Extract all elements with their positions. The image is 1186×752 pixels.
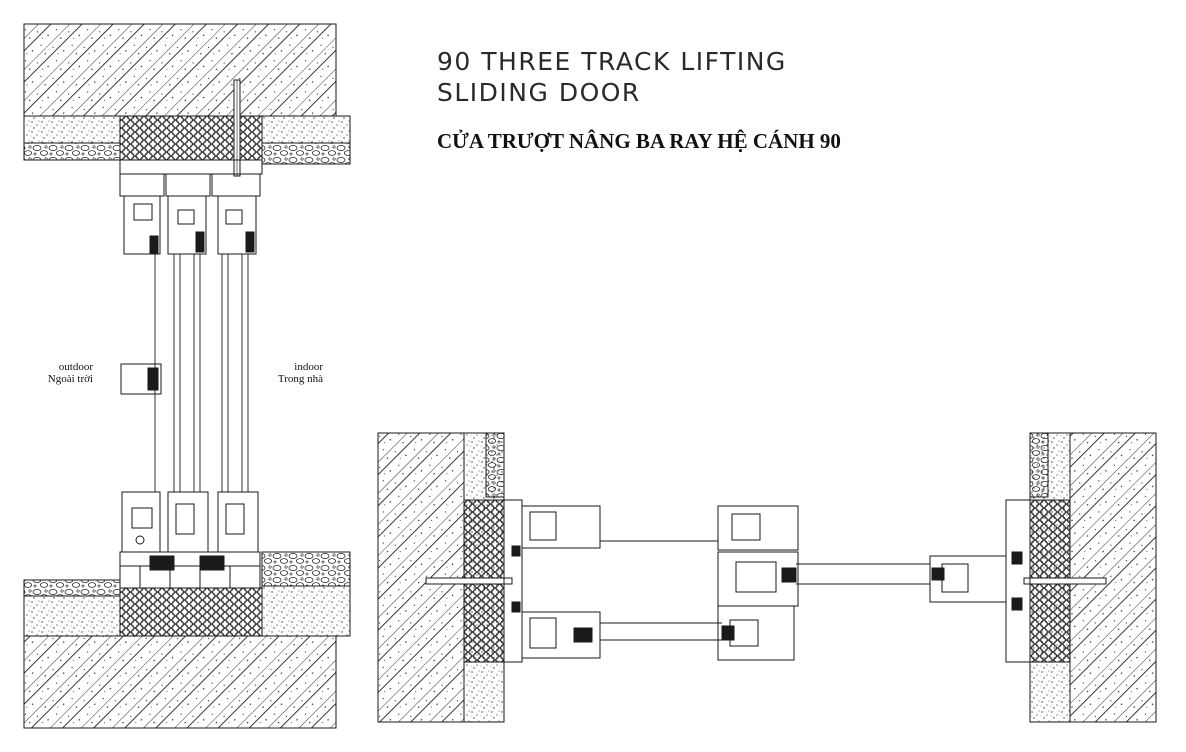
top-mortar-left <box>23 142 121 161</box>
title-english-line-2: SLIDING DOOR <box>437 78 641 107</box>
right-sash-profile <box>929 555 1007 603</box>
sill-plaster-right <box>261 585 351 637</box>
center-interlock <box>717 505 799 661</box>
top-plaster-left <box>23 115 121 144</box>
bottom-concrete-floor <box>23 635 337 729</box>
top-plaster-right <box>261 115 351 144</box>
sill-frame <box>119 491 261 589</box>
outdoor-label-vi: Ngoài trời <box>47 373 93 385</box>
left-jamb-mortar <box>485 432 505 498</box>
sash-glass <box>154 254 249 492</box>
right-jamb-mortar <box>1029 432 1049 498</box>
sill-mortar-left <box>23 579 121 597</box>
left-jamb-frame <box>503 499 601 663</box>
sash-glass-horizontal <box>600 540 930 641</box>
top-mortar-right <box>261 142 351 165</box>
vertical-section <box>23 23 351 729</box>
indoor-label-vi: Trong nhà <box>277 373 323 385</box>
top-foam-fill <box>119 115 263 161</box>
title-english: 90 THREE TRACK LIFTING SLIDING DOOR <box>437 46 787 108</box>
sill-plaster-left <box>23 595 121 637</box>
head-frame <box>119 159 263 255</box>
horizontal-section <box>377 432 1157 723</box>
right-anchor-bolt <box>1023 577 1107 585</box>
title-english-line-1: 90 THREE TRACK LIFTING <box>437 47 787 76</box>
outdoor-label-en: outdoor <box>58 361 93 373</box>
mid-handle-profile <box>120 363 162 395</box>
sill-mortar-right <box>261 551 351 587</box>
indoor-label-en: indoor <box>294 361 323 373</box>
right-jamb-frame <box>1005 499 1031 663</box>
title-vietnamese: CỬA TRƯỢT NÂNG BA RAY HỆ CÁNH 90 <box>437 129 841 153</box>
indoor-label: indoor Trong nhà <box>272 361 323 385</box>
top-concrete-wall <box>23 23 337 117</box>
left-anchor-bolt <box>425 577 513 585</box>
outdoor-label: outdoor Ngoài trời <box>30 361 93 385</box>
sill-foam-fill <box>119 587 263 637</box>
